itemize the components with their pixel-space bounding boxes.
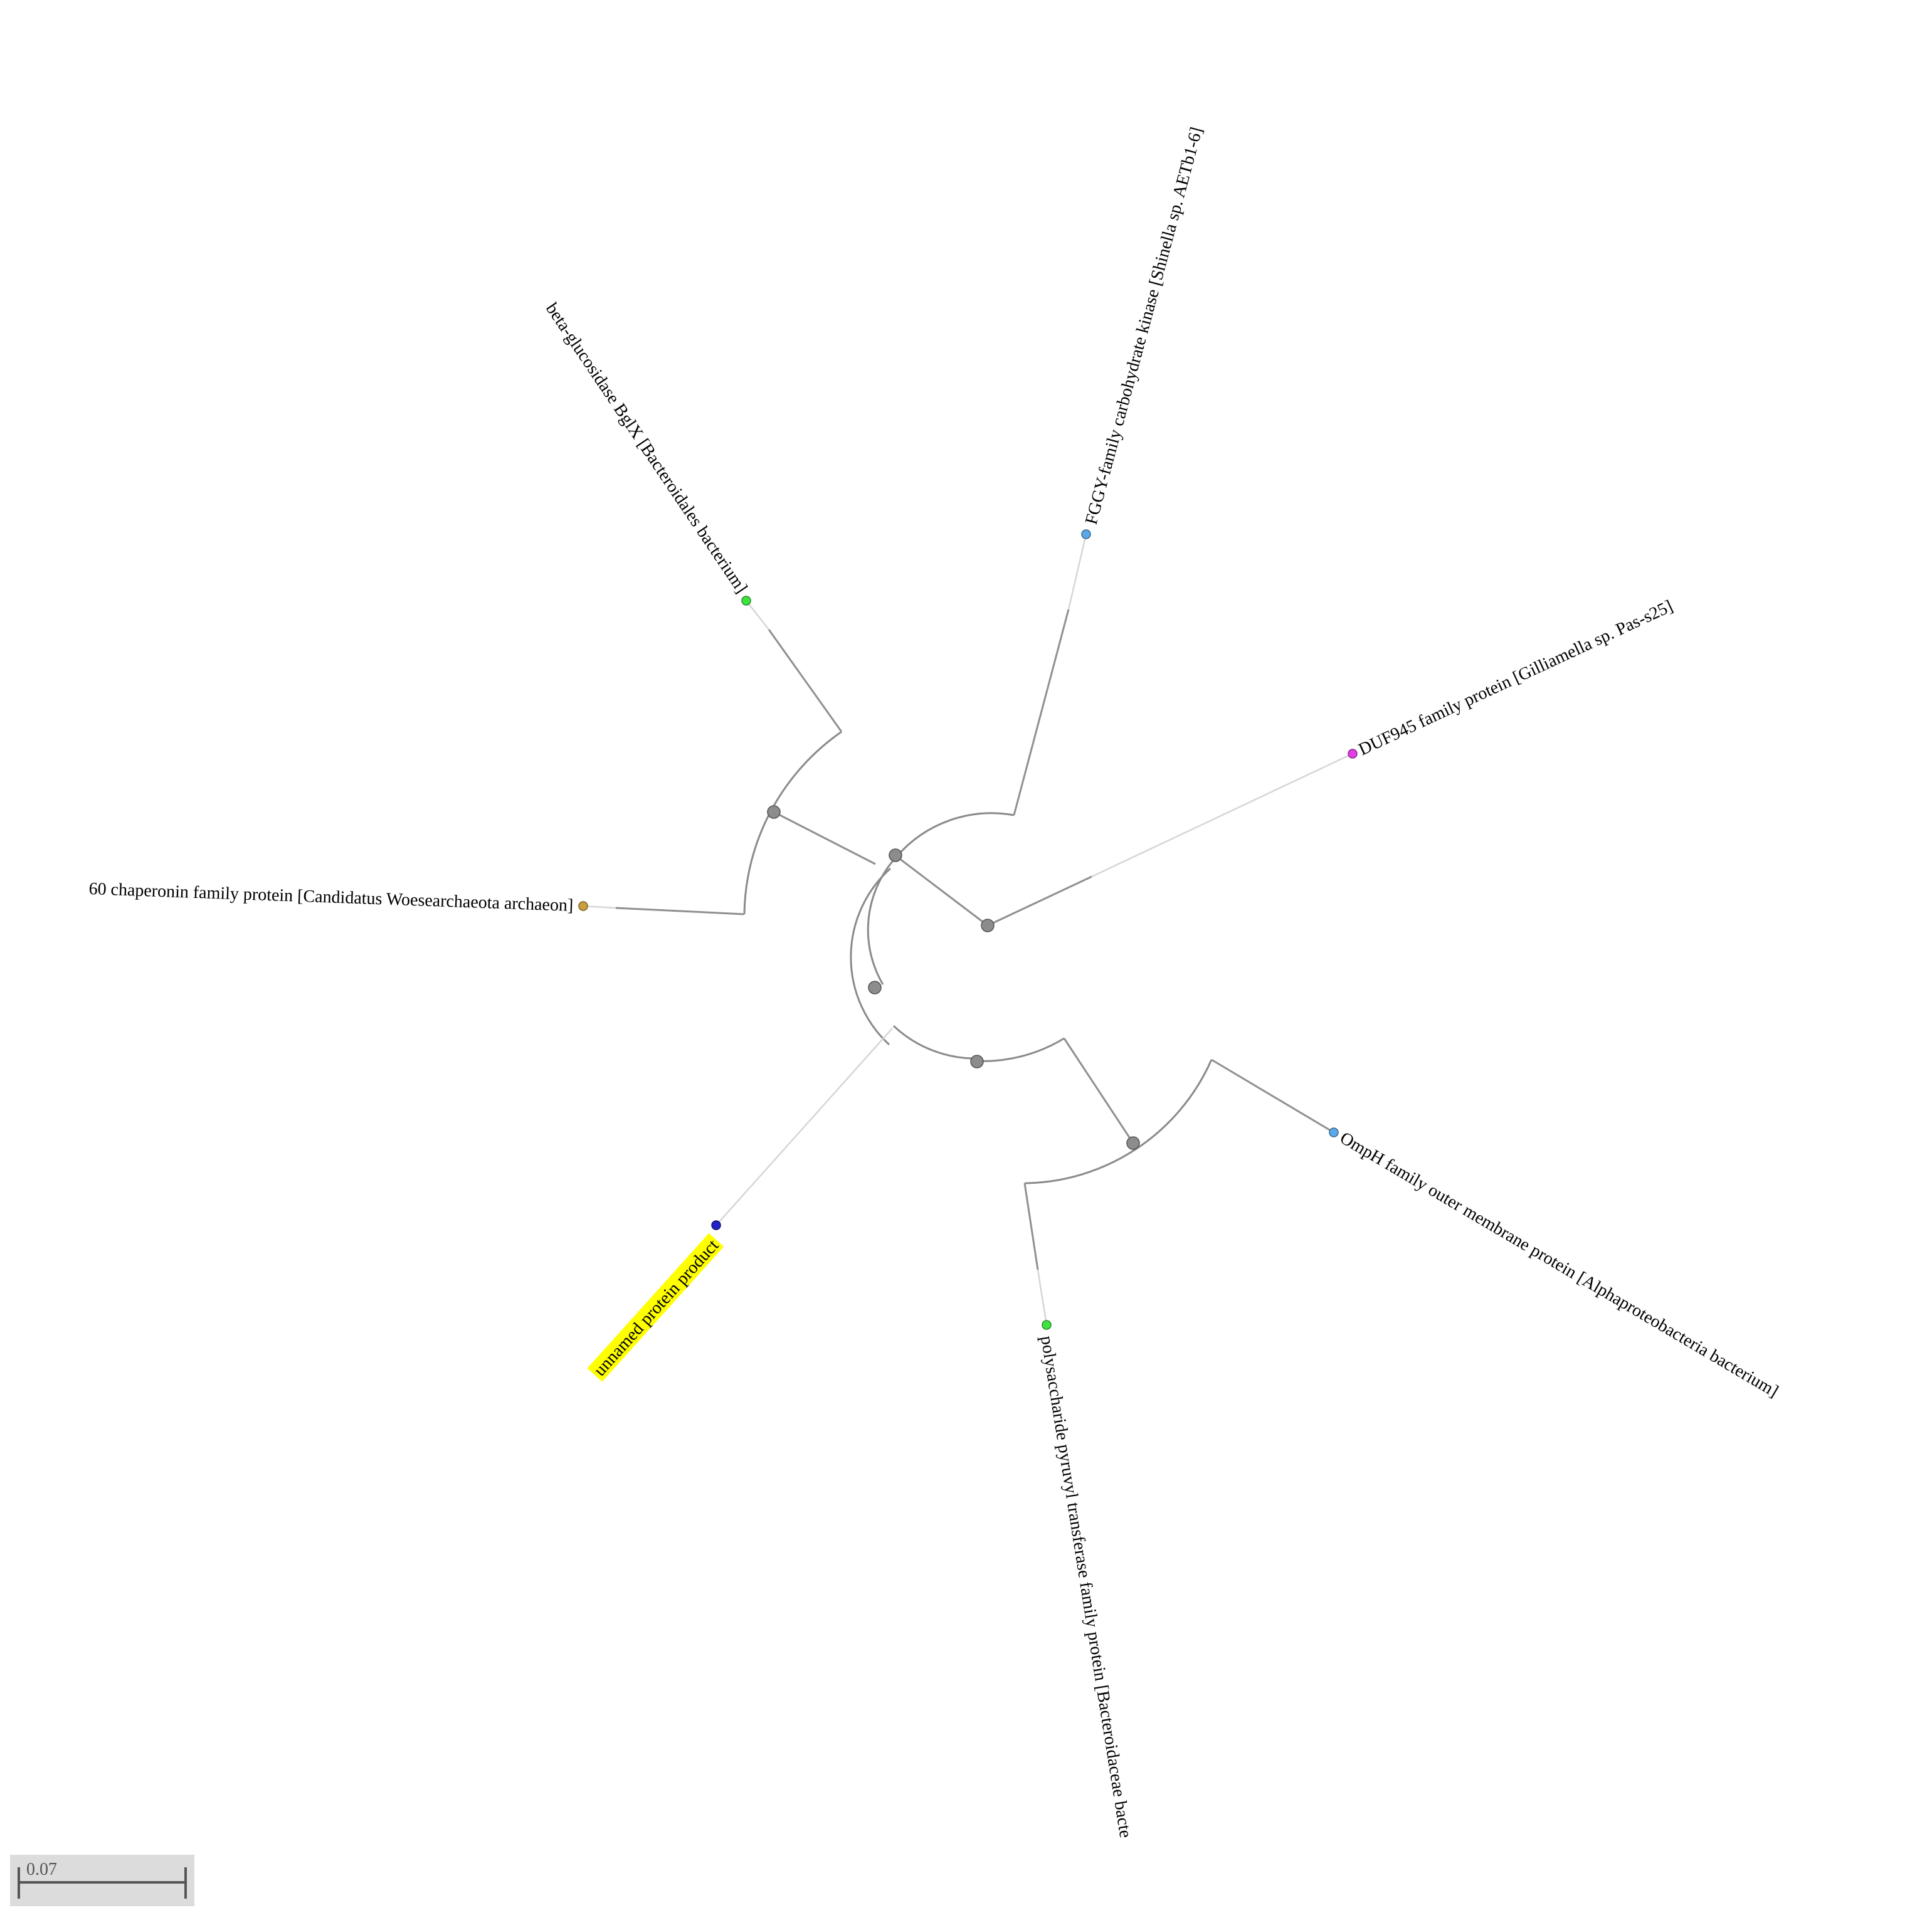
branch-polysac-tip bbox=[1037, 1269, 1048, 1326]
leaf-duf945[interactable]: DUF945 family protein [Gilliamella sp. P… bbox=[1348, 596, 1676, 759]
leaf-node[interactable] bbox=[578, 901, 588, 911]
leaf-node[interactable] bbox=[1329, 1127, 1339, 1137]
leaf-polysac[interactable]: polysaccharide pyruvyl transferase famil… bbox=[1037, 1320, 1135, 1839]
branch-bglx bbox=[768, 629, 843, 732]
scale-bar: 0.07 bbox=[10, 1855, 194, 1906]
internal-node[interactable] bbox=[970, 1055, 984, 1068]
root-arc-inner bbox=[867, 855, 898, 985]
scale-bar-background bbox=[10, 1855, 194, 1906]
lower-right-arc bbox=[973, 1037, 1065, 1062]
branch-omph bbox=[1211, 1058, 1334, 1134]
root-arc bbox=[850, 867, 892, 1046]
leaf-label-omph: OmpH family outer membrane protein [Alph… bbox=[1336, 1128, 1782, 1401]
internal-nodes bbox=[767, 805, 1140, 1150]
leaf-node[interactable] bbox=[741, 596, 751, 606]
branch-bglx-tip bbox=[746, 600, 769, 630]
leaf-label-duf945: DUF945 family protein [Gilliamella sp. P… bbox=[1356, 596, 1676, 759]
tree-branches bbox=[583, 534, 1353, 1326]
leaf-node[interactable] bbox=[1042, 1320, 1052, 1330]
leaf-label-fggy: FGGY-family carbohydrate kinase [Shinell… bbox=[1082, 125, 1206, 526]
leaf-highlight-unnamed bbox=[587, 1233, 724, 1382]
internal-node[interactable] bbox=[767, 805, 781, 819]
leaf-label-chaperonin: 60 chaperonin family protein [Candidatus… bbox=[88, 879, 574, 915]
lower-clade-arc bbox=[892, 1025, 974, 1060]
branch-duf945 bbox=[987, 875, 1092, 927]
branch-polysac bbox=[1023, 1183, 1039, 1270]
leaf-chaperonin[interactable]: 60 chaperonin family protein [Candidatus… bbox=[88, 879, 588, 915]
internal-node[interactable] bbox=[981, 919, 995, 932]
branch-chaperonin bbox=[615, 907, 745, 915]
branch-left-clade bbox=[773, 811, 876, 865]
branch-duf945-inner bbox=[896, 855, 988, 927]
leaf-label-polysac: polysaccharide pyruvyl transferase famil… bbox=[1037, 1334, 1135, 1839]
internal-node[interactable] bbox=[868, 981, 882, 994]
branch-lower-right bbox=[1063, 1038, 1134, 1144]
leaf-node[interactable] bbox=[1081, 529, 1091, 539]
upper-clade-arc bbox=[895, 812, 1015, 857]
internal-node[interactable] bbox=[1126, 1136, 1140, 1150]
internal-node[interactable] bbox=[889, 848, 902, 862]
branch-duf945-tip bbox=[1091, 752, 1353, 878]
leaf-bglx[interactable]: beta-glucosidase BglX [Bacteroidales bac… bbox=[542, 300, 751, 606]
branch-fggy bbox=[1013, 609, 1070, 816]
leaf-fggy[interactable]: FGGY-family carbohydrate kinase [Shinell… bbox=[1081, 125, 1206, 539]
leaf-label-bglx: beta-glucosidase BglX [Bacteroidales bac… bbox=[542, 300, 751, 597]
leaf-label-unnamed: unnamed protein product bbox=[590, 1236, 723, 1380]
leaf-node[interactable] bbox=[1348, 749, 1358, 759]
leaf-omph[interactable]: OmpH family outer membrane protein [Alph… bbox=[1329, 1127, 1782, 1401]
leaf-node[interactable] bbox=[711, 1220, 721, 1230]
scale-bar-label: 0.07 bbox=[26, 1860, 57, 1879]
branch-fggy-tip bbox=[1067, 534, 1087, 610]
branch-unnamed bbox=[715, 1028, 893, 1226]
branch-chaperonin-tip bbox=[583, 905, 616, 909]
leaf-unnamed[interactable]: unnamed protein product bbox=[587, 1220, 724, 1382]
left-clade-arc bbox=[743, 730, 842, 915]
